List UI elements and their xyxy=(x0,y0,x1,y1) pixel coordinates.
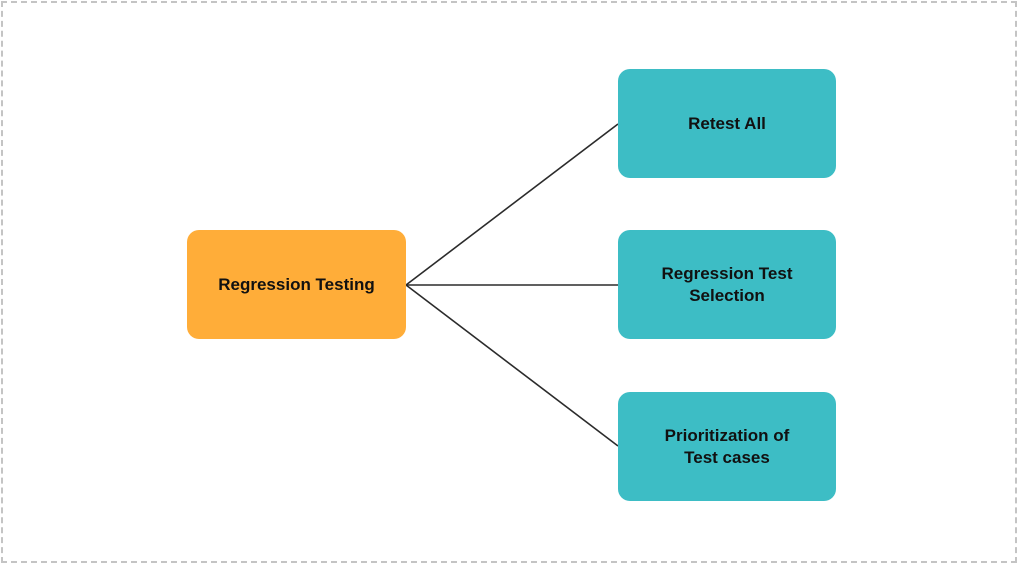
child-node-retest-all: Retest All xyxy=(618,69,836,178)
dashed-border-frame xyxy=(1,1,1017,563)
child-node-label-line: Test cases xyxy=(684,447,770,467)
connector-retest-all xyxy=(405,123,619,286)
child-node-label-line: Selection xyxy=(689,285,765,305)
child-node-label-line: Prioritization of xyxy=(664,425,790,445)
child-node-label-line: Regression Test xyxy=(661,263,793,283)
child-node-regression-test-selection: Regression Test Selection xyxy=(618,230,836,339)
connector-prioritization xyxy=(405,284,619,447)
root-node-regression-testing: Regression Testing xyxy=(187,230,406,339)
child-node-prioritization-of-test-cases: Prioritization of Test cases xyxy=(618,392,836,501)
child-node-label-line: Retest All xyxy=(688,113,766,133)
root-node-label: Regression Testing xyxy=(218,274,375,294)
